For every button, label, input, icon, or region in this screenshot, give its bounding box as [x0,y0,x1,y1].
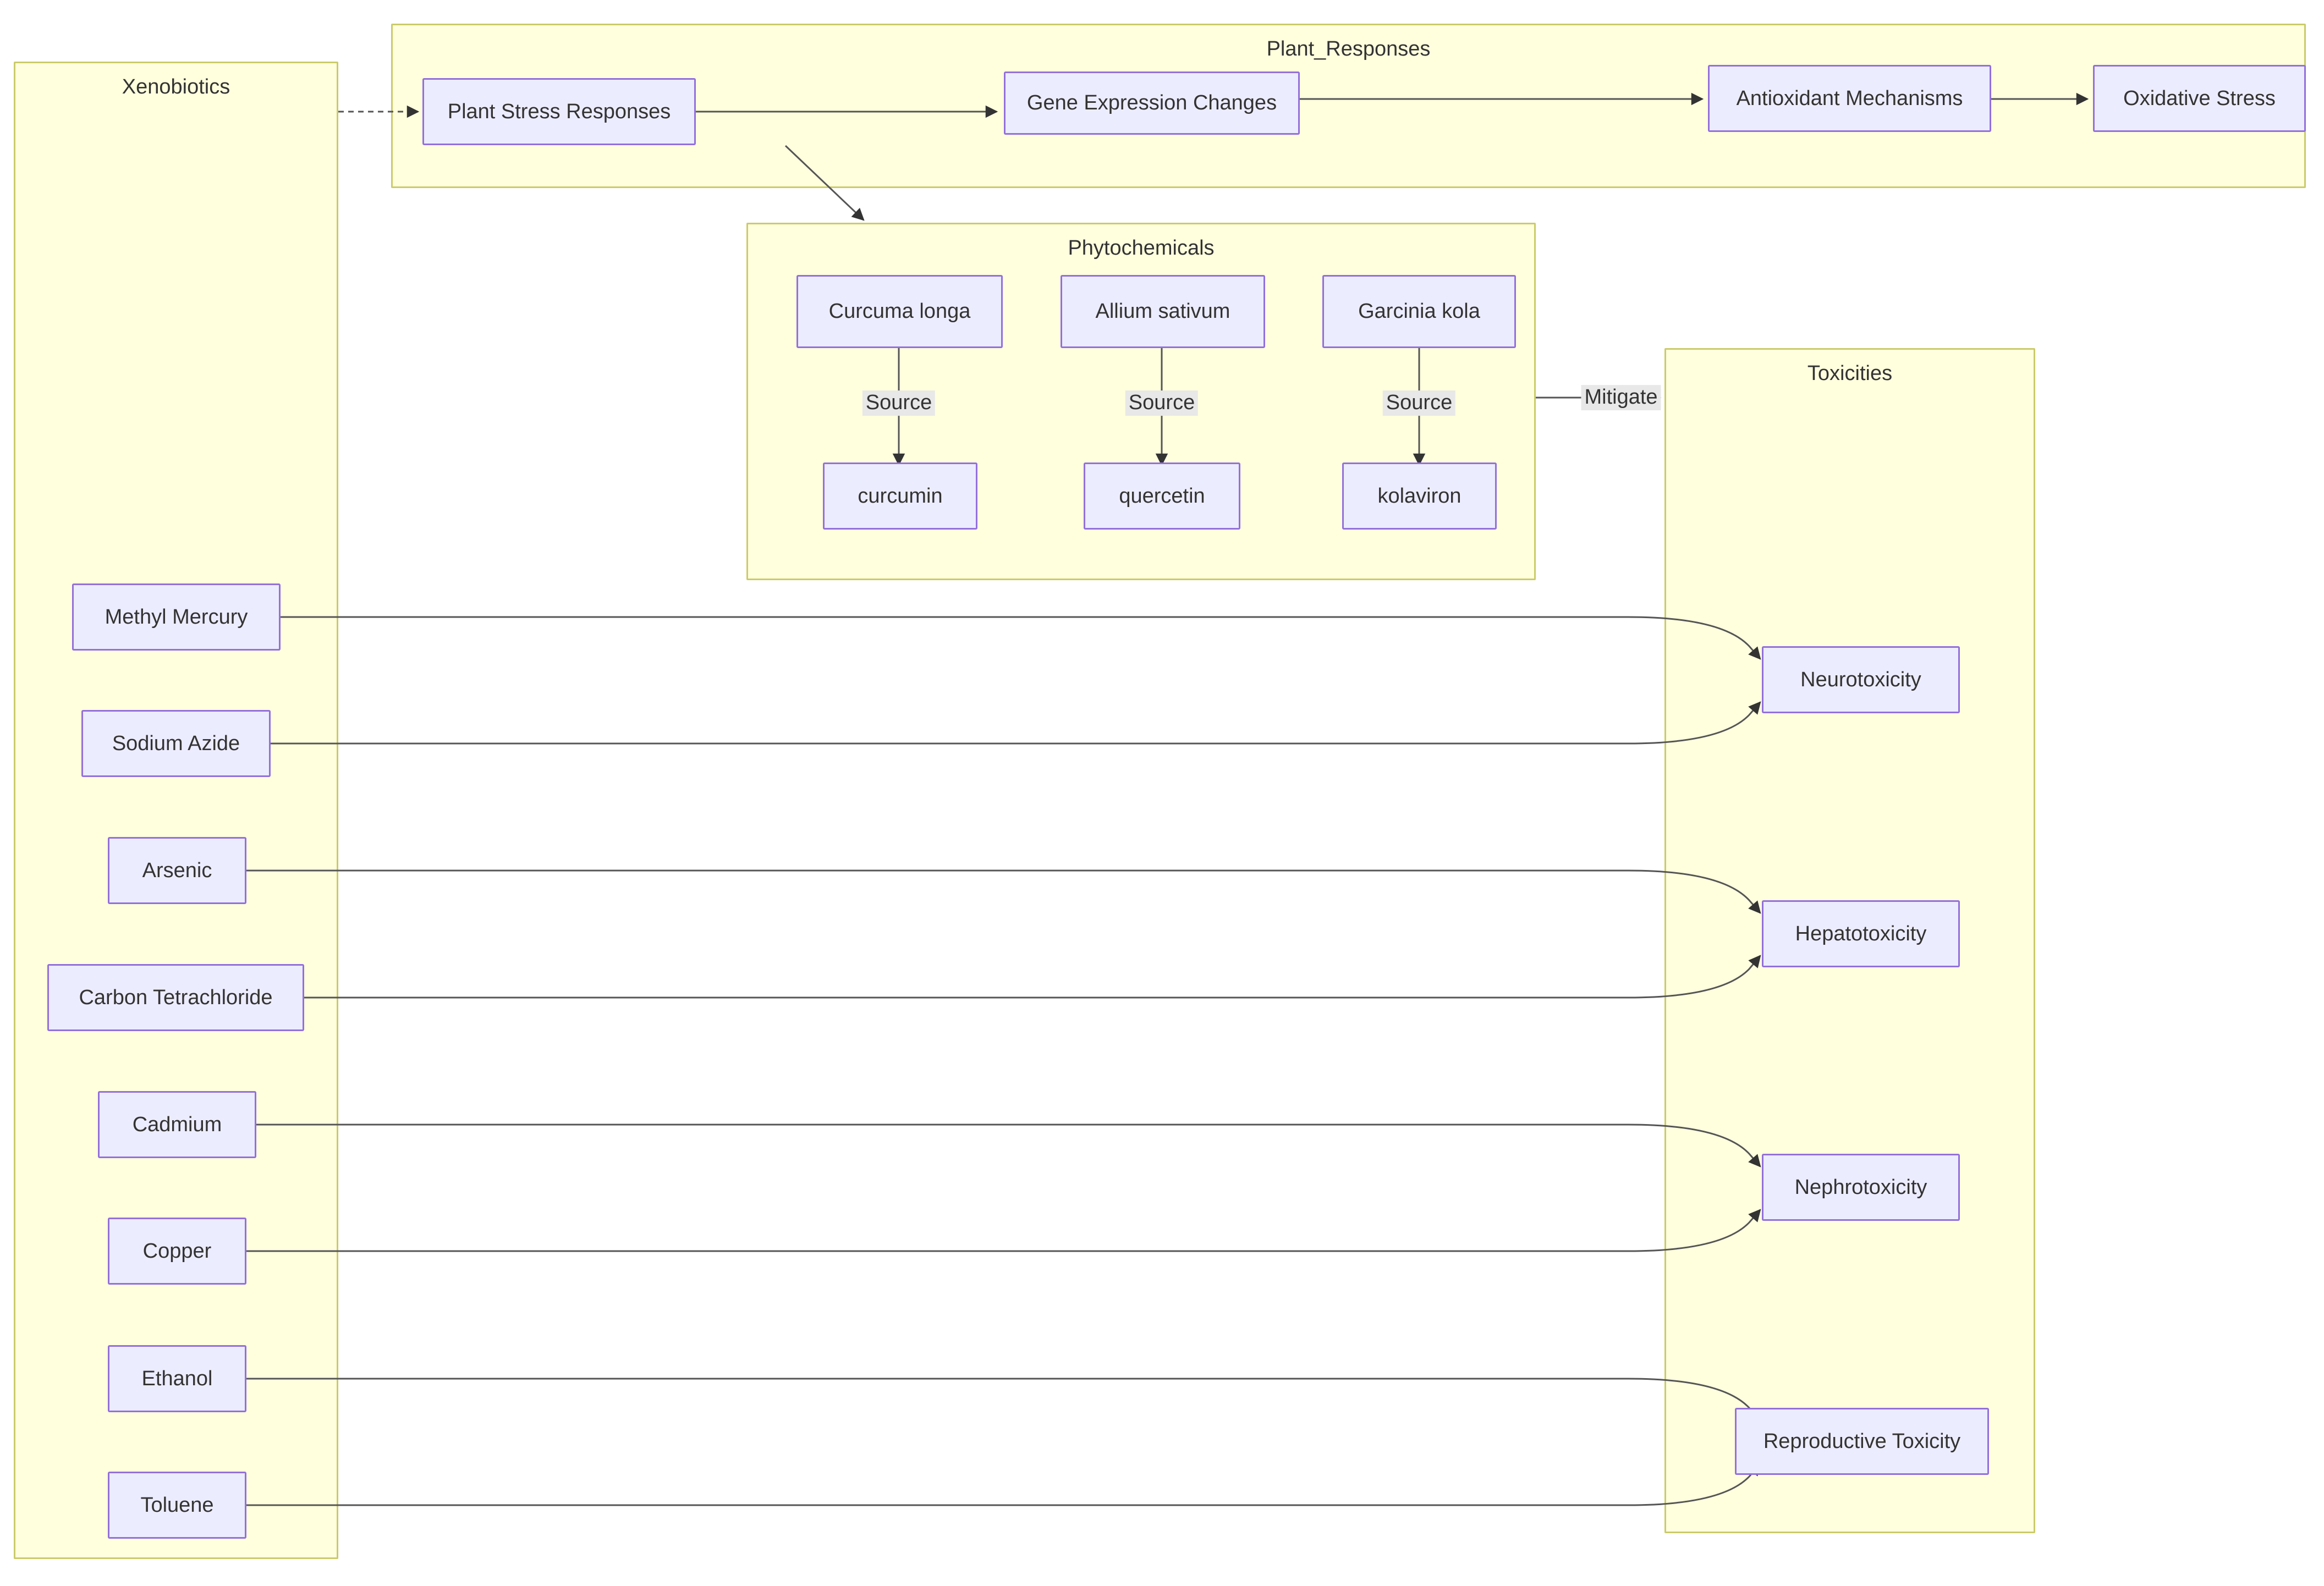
node-methyl-mercury[interactable]: Methyl Mercury [72,583,281,651]
node-gene-expression-changes[interactable]: Gene Expression Changes [1004,71,1300,135]
node-hepatotoxicity[interactable]: Hepatotoxicity [1762,900,1960,967]
edge-carbontetrachloride-to-hepatotoxicity [304,955,1761,999]
edge-copper-to-nephrotoxicity [246,1209,1761,1252]
node-curcumin[interactable]: curcumin [823,462,977,530]
edge-sodiumazide-to-neurotoxicity [271,701,1761,745]
cluster-xenobiotics-title: Xenobiotics [122,75,230,98]
node-garcinia-kola[interactable]: Garcinia kola [1322,275,1516,348]
node-nephrotoxicity[interactable]: Nephrotoxicity [1762,1154,1960,1221]
node-reproductive-toxicity[interactable]: Reproductive Toxicity [1735,1408,1989,1475]
edge-ethanol-to-reproductivetoxicity [246,1378,1761,1422]
node-plant-stress-responses[interactable]: Plant Stress Responses [422,78,696,145]
node-carbon-tetrachloride[interactable]: Carbon Tetrachloride [47,964,304,1031]
node-arsenic[interactable]: Arsenic [108,837,246,904]
node-antioxidant-mechanisms[interactable]: Antioxidant Mechanisms [1708,65,1991,132]
edge-label-source-garcinia: Source [1382,390,1456,416]
node-ethanol[interactable]: Ethanol [108,1345,246,1412]
node-oxidative-stress[interactable]: Oxidative Stress [2093,65,2306,132]
cluster-xenobiotics: Xenobiotics [14,62,338,1559]
node-neurotoxicity[interactable]: Neurotoxicity [1762,646,1960,713]
node-cadmium[interactable]: Cadmium [98,1091,256,1158]
node-copper[interactable]: Copper [108,1218,246,1285]
edge-label-source-curcuma: Source [862,390,936,416]
edge-label-source-allium: Source [1125,390,1199,416]
node-allium-sativum[interactable]: Allium sativum [1061,275,1265,348]
node-curcuma-longa[interactable]: Curcuma longa [796,275,1003,348]
node-quercetin[interactable]: quercetin [1084,462,1240,530]
cluster-plant-responses-title: Plant_Responses [1266,37,1431,60]
cluster-toxicities-title: Toxicities [1807,362,1893,385]
edge-label-mitigate: Mitigate [1581,385,1661,410]
node-sodium-azide[interactable]: Sodium Azide [81,710,271,777]
node-kolaviron[interactable]: kolaviron [1342,462,1497,530]
cluster-phytochemicals-title: Phytochemicals [1068,236,1215,260]
edge-methylmercury-to-neurotoxicity [281,616,1761,660]
edge-arsenic-to-hepatotoxicity [246,869,1761,914]
node-toluene[interactable]: Toluene [108,1472,246,1539]
edge-toluene-to-reproductivetoxicity [246,1463,1761,1506]
edge-cadmium-to-nephrotoxicity [256,1124,1761,1168]
